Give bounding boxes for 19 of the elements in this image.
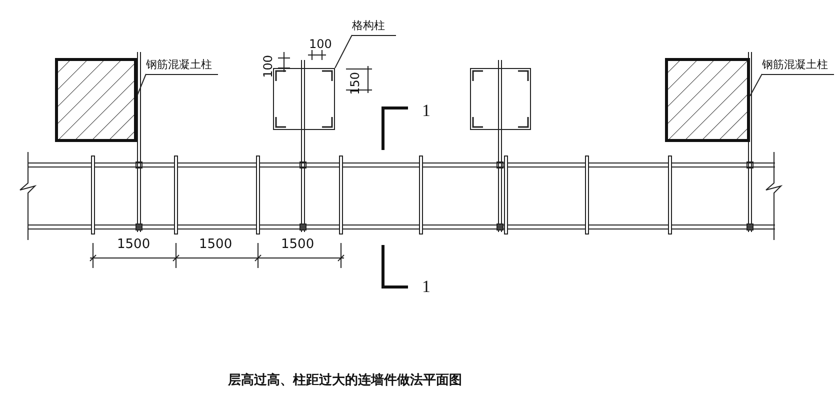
- leader-line: [136, 74, 146, 96]
- section-number: 1: [422, 278, 430, 295]
- lattice-column: [273, 68, 335, 130]
- lattice-column: [470, 68, 531, 130]
- concrete-column: [55, 58, 137, 142]
- leader-line: [334, 34, 352, 68]
- dimension-text: 100: [262, 55, 274, 78]
- caption: 层高过高、柱距过大的连墙件做法平面图: [228, 374, 462, 387]
- dimension-text: 150: [349, 72, 361, 95]
- dimension-text: 1500: [281, 238, 314, 251]
- dimension-text: 1500: [199, 238, 232, 251]
- leader-label: 钢筋混凝土柱: [146, 57, 218, 75]
- leader-label: 格构柱: [352, 18, 396, 36]
- dimension-text: 100: [309, 38, 332, 50]
- dimension-text: 1500: [117, 238, 150, 251]
- leader-line: [750, 74, 762, 96]
- concrete-column: [665, 58, 750, 142]
- leader-label: 钢筋混凝土柱: [762, 57, 834, 75]
- section-number: 1: [422, 102, 430, 119]
